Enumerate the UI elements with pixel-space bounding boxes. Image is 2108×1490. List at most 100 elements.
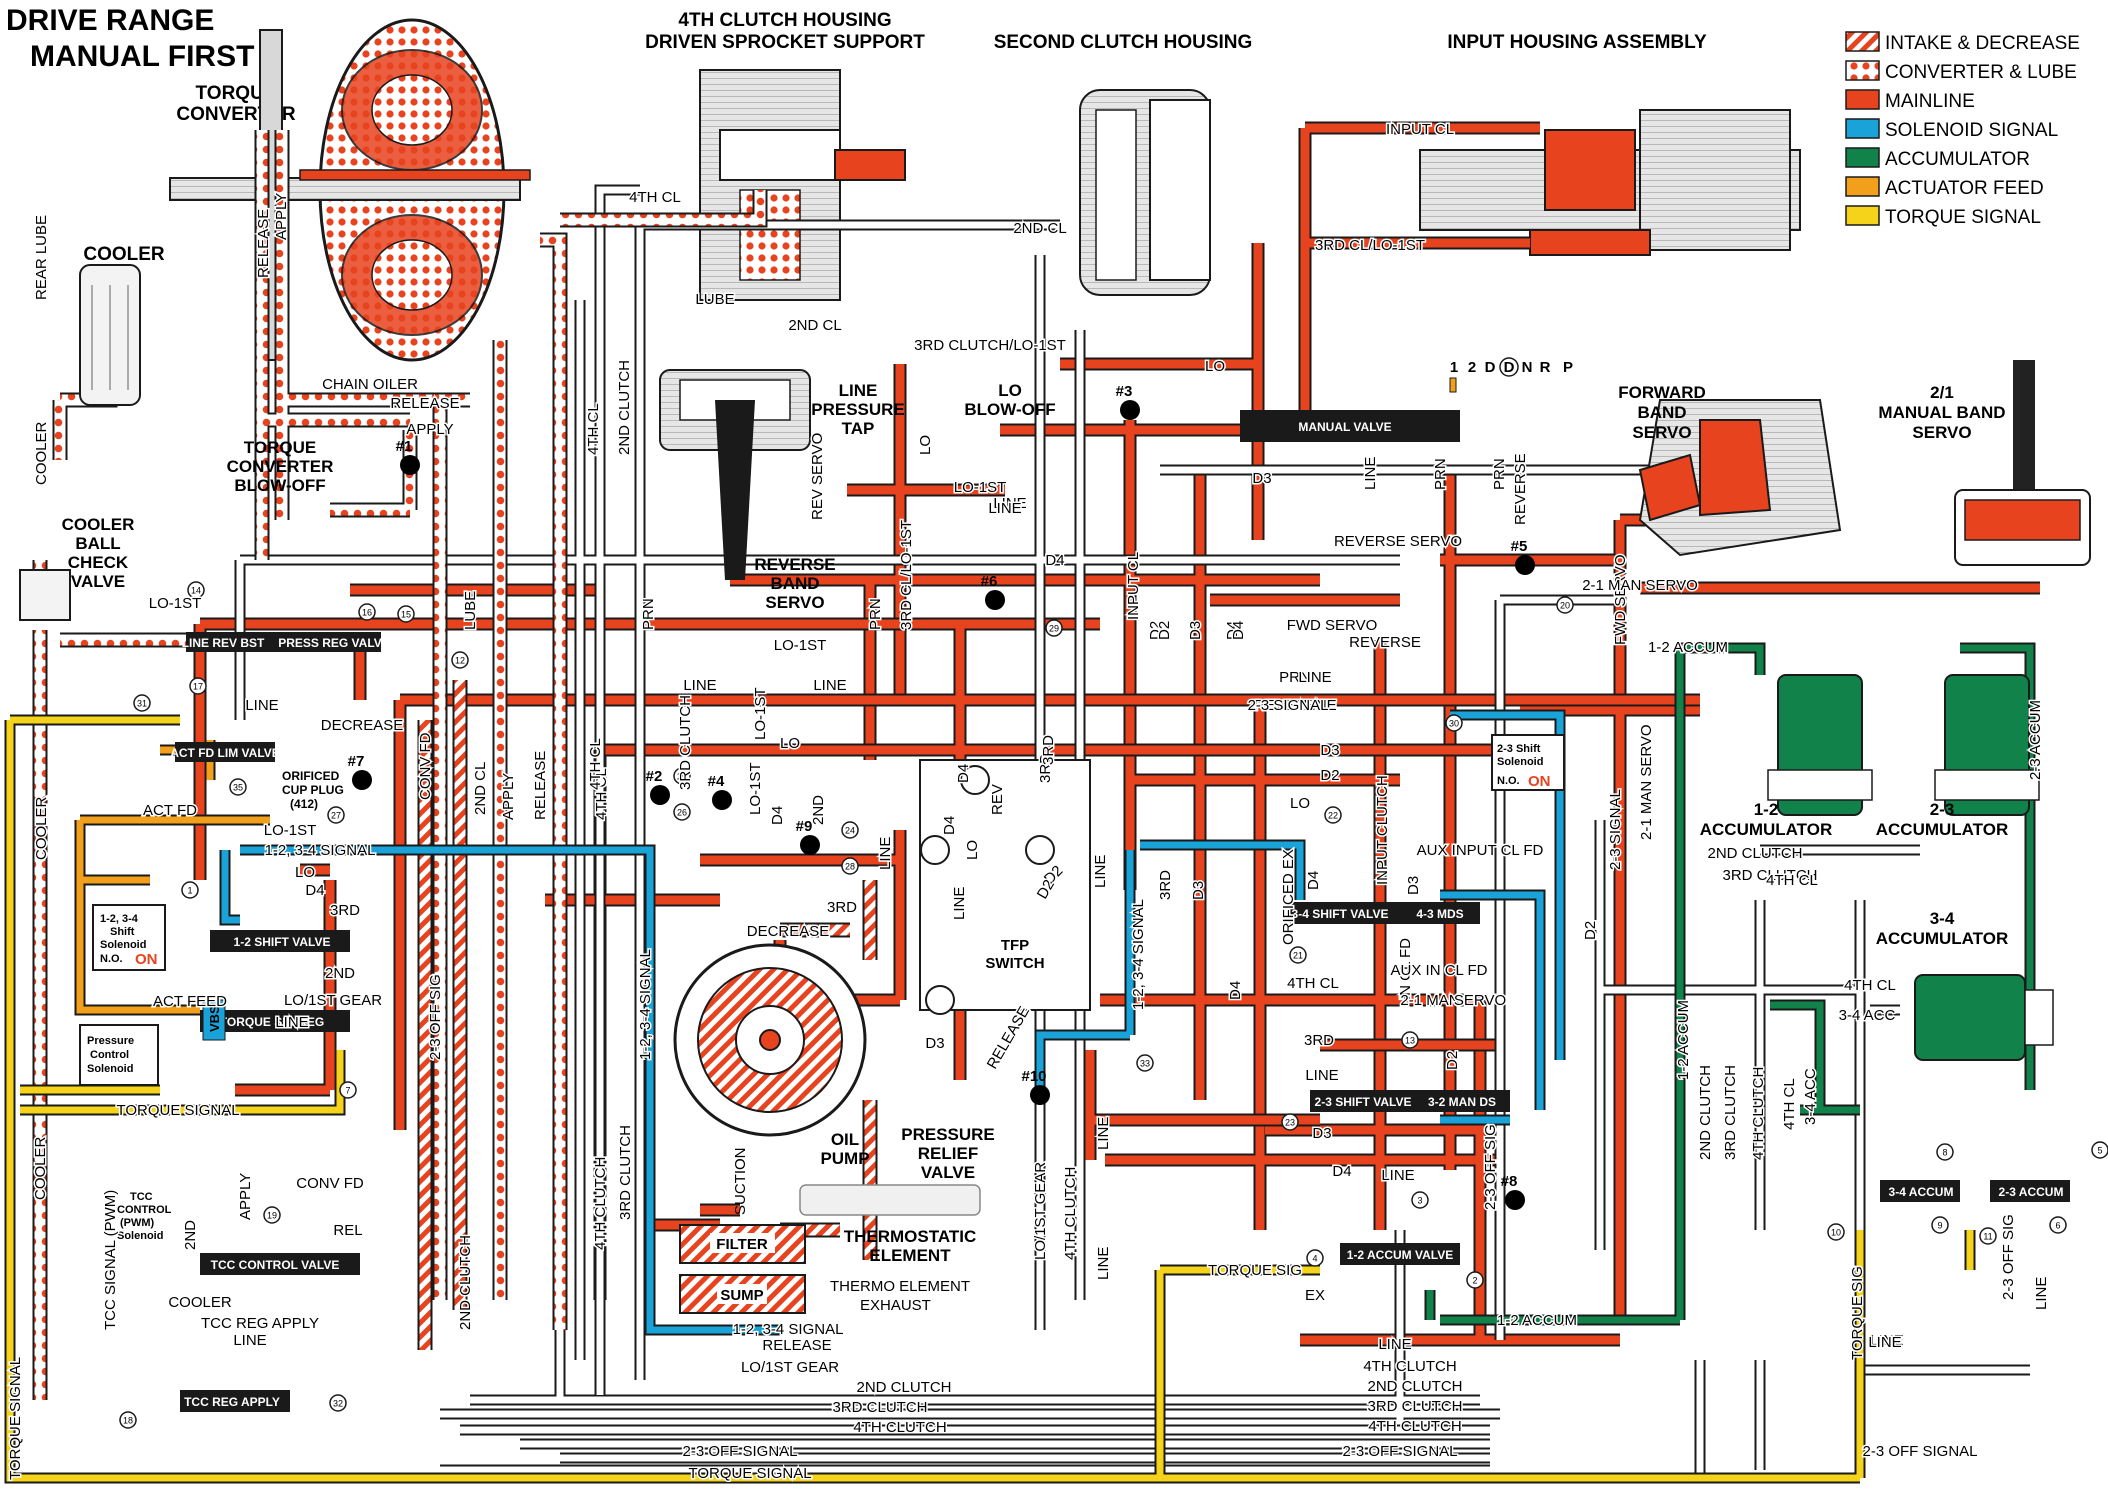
passage-bottom-10: 4TH CLUTCH (1368, 1418, 1461, 1435)
passage-right-18: 2-3 OFF SIG (1482, 1124, 1499, 1210)
checkball-3 (1120, 400, 1140, 420)
checkball-label-7: #7 (348, 753, 365, 770)
orifice-6 (2049, 1216, 2067, 1234)
orifice-8 (1936, 1143, 1954, 1161)
passage-right-6: 2-3 SIGNAL (1607, 789, 1624, 870)
passage-left-8: 3RD (330, 902, 360, 919)
passage-left-27: 2ND CL (472, 762, 489, 815)
tcc-sol-line2: CONTROL (117, 1204, 172, 1216)
tcc-sol-line1: TCC (130, 1191, 153, 1203)
passage-top-13: REAR LUBE (33, 215, 50, 300)
second-clutch-housing-illustration (1079, 89, 1211, 296)
accum23-label-1: 2-3 (1930, 800, 1955, 819)
orifice-11 (1979, 1227, 1997, 1245)
passage-left-21: APPLY (237, 1173, 254, 1220)
passage-right-38: TORQUE SIG (1849, 1266, 1866, 1360)
passage-center-6: 3RD CLUTCH (677, 695, 694, 790)
4th-clutch-housing-illustration (699, 69, 906, 301)
accum12-label-1: 1-2 (1754, 800, 1779, 819)
passage-bottom-14: 2-3 OFF SIGNAL (1862, 1443, 1977, 1460)
orifice-label-5: 5 (2097, 1146, 2102, 1156)
passage-left-2: DECREASE (321, 717, 404, 734)
label-cooler: COOLER (83, 244, 165, 265)
passage-mid-10: REVERSE (1512, 453, 1529, 525)
selector-pos-2: 2 (1468, 359, 1476, 376)
passage-right-36: LINE (1870, 1332, 1903, 1349)
line-tap-label-2: PRESSURE (811, 400, 905, 419)
passage-mid-32: LINE (1298, 669, 1331, 686)
passage-left-11: LO/1ST GEAR (284, 992, 382, 1009)
passage-mid-43: REV (0, 0, 15, 4)
orifice-22 (1324, 806, 1342, 824)
valve-3-2-man-ds: 3-2 MAN DS (1428, 1095, 1496, 1109)
passage-center-14: LINE (951, 887, 968, 920)
passage-bottom-11: 2-3 OFF SIGNAL (682, 1443, 797, 1460)
fwd-servo-label-2: BAND (1637, 403, 1686, 422)
passage-right-32: 4TH CL (1781, 1078, 1798, 1130)
passage-mid-6: D4 (1224, 621, 1241, 640)
passage-center-21: 1-2, 3-4 SIGNAL (1130, 899, 1147, 1010)
orifice-label-19: 19 (267, 1211, 277, 1221)
passage-right-10: 2-1 MAN (1400, 992, 1459, 1009)
passage-bottom-8: 2ND CLUTCH (1367, 1378, 1462, 1395)
passage-center-1: 1-2, 3-4 SIGNAL (637, 949, 654, 1060)
passage-bottom-5: 4TH CLUTCH (853, 1419, 946, 1436)
passage-left-19: CONV FD (296, 1175, 364, 1192)
relief-label-3: VALVE (921, 1163, 975, 1182)
sol1234-line3: Solenoid (100, 939, 146, 951)
valve-vbs: VBS (207, 1005, 222, 1032)
passage-top-14: COOLER (33, 421, 50, 485)
passage-right-28: 2-3 ACCUM (2027, 700, 2044, 780)
passage-right-3: D3 (1405, 876, 1422, 895)
orifice-33 (1136, 1054, 1154, 1072)
valve-press-reg: PRESS REG VALVE (278, 636, 390, 650)
passage-left-25: LINE (233, 1332, 266, 1349)
checkball-2 (650, 785, 670, 805)
pcs-line2: Control (90, 1049, 129, 1061)
valve-2-3-shift: 2-3 SHIFT VALVE (1315, 1095, 1412, 1109)
cooler-check-label-4: VALVE (71, 572, 125, 591)
passage-bottom-9: 3RD CLUTCH (1367, 1398, 1462, 1415)
orifice-label-28: 28 (845, 862, 855, 872)
passage-right-27: 3-4 ACC (1839, 1007, 1896, 1024)
passage-left-20: REL (333, 1222, 362, 1239)
passage-mid-35: 2-3 SIGNAL (1248, 697, 1329, 714)
passage-center-4: 2ND CLUTCH (457, 1235, 474, 1330)
orifice-10 (1827, 1223, 1845, 1241)
passage-left-32: 2-3 OFF SIG (427, 974, 444, 1060)
passage-right-16: LINE (1381, 1167, 1414, 1184)
orifice-label-25: 25 (677, 772, 687, 782)
rev-servo-label-2: BAND (770, 574, 819, 593)
orifice-label-14: 14 (191, 586, 201, 596)
orifice-14 (187, 581, 205, 599)
passage-left-23: COOLER (168, 1294, 232, 1311)
orifice-12 (451, 651, 469, 669)
passage-right-39: EX (1305, 1287, 1325, 1304)
checkball-5 (1515, 555, 1535, 575)
passage-left-1: LINE (245, 697, 278, 714)
orifice-label-23: 23 (1285, 1118, 1295, 1128)
orifice-label-12: 12 (455, 656, 465, 666)
orifice-label-18: 18 (123, 1416, 133, 1426)
passage-right-35: LINE (2033, 1277, 2050, 1310)
orifice-15 (397, 605, 415, 623)
passage-left-30: 4TH CL (593, 768, 610, 820)
tc-blowoff-label-3: BLOW-OFF (234, 476, 325, 495)
passage-top-7: LO (1205, 358, 1225, 375)
passage-center-9: D4 (769, 806, 786, 825)
passage-center-18: RELEASE (984, 1004, 1033, 1072)
orifice-label-21: 21 (1293, 951, 1303, 961)
passage-top-6: 3RD CLUTCH/LO-1ST (914, 337, 1066, 354)
passage-bottom-7: 4TH CLUTCH (1363, 1358, 1456, 1375)
orifice-label-15: 15 (401, 610, 411, 620)
passage-left-15: COOLER (33, 796, 50, 860)
selector-pos-d2: D (1504, 359, 1515, 376)
orifice-17 (189, 677, 207, 695)
passage-center-24: D4 (1227, 981, 1244, 1000)
accumulator-1-2: 1-2 ACCUMULATOR (1700, 674, 1873, 839)
passage-mid-39: LO (780, 735, 800, 752)
passage-mid-37: D2 (1320, 767, 1339, 784)
checkball-6 (985, 590, 1005, 610)
thermo-label-2: ELEMENT (869, 1246, 951, 1265)
orifice-21 (1289, 946, 1307, 964)
